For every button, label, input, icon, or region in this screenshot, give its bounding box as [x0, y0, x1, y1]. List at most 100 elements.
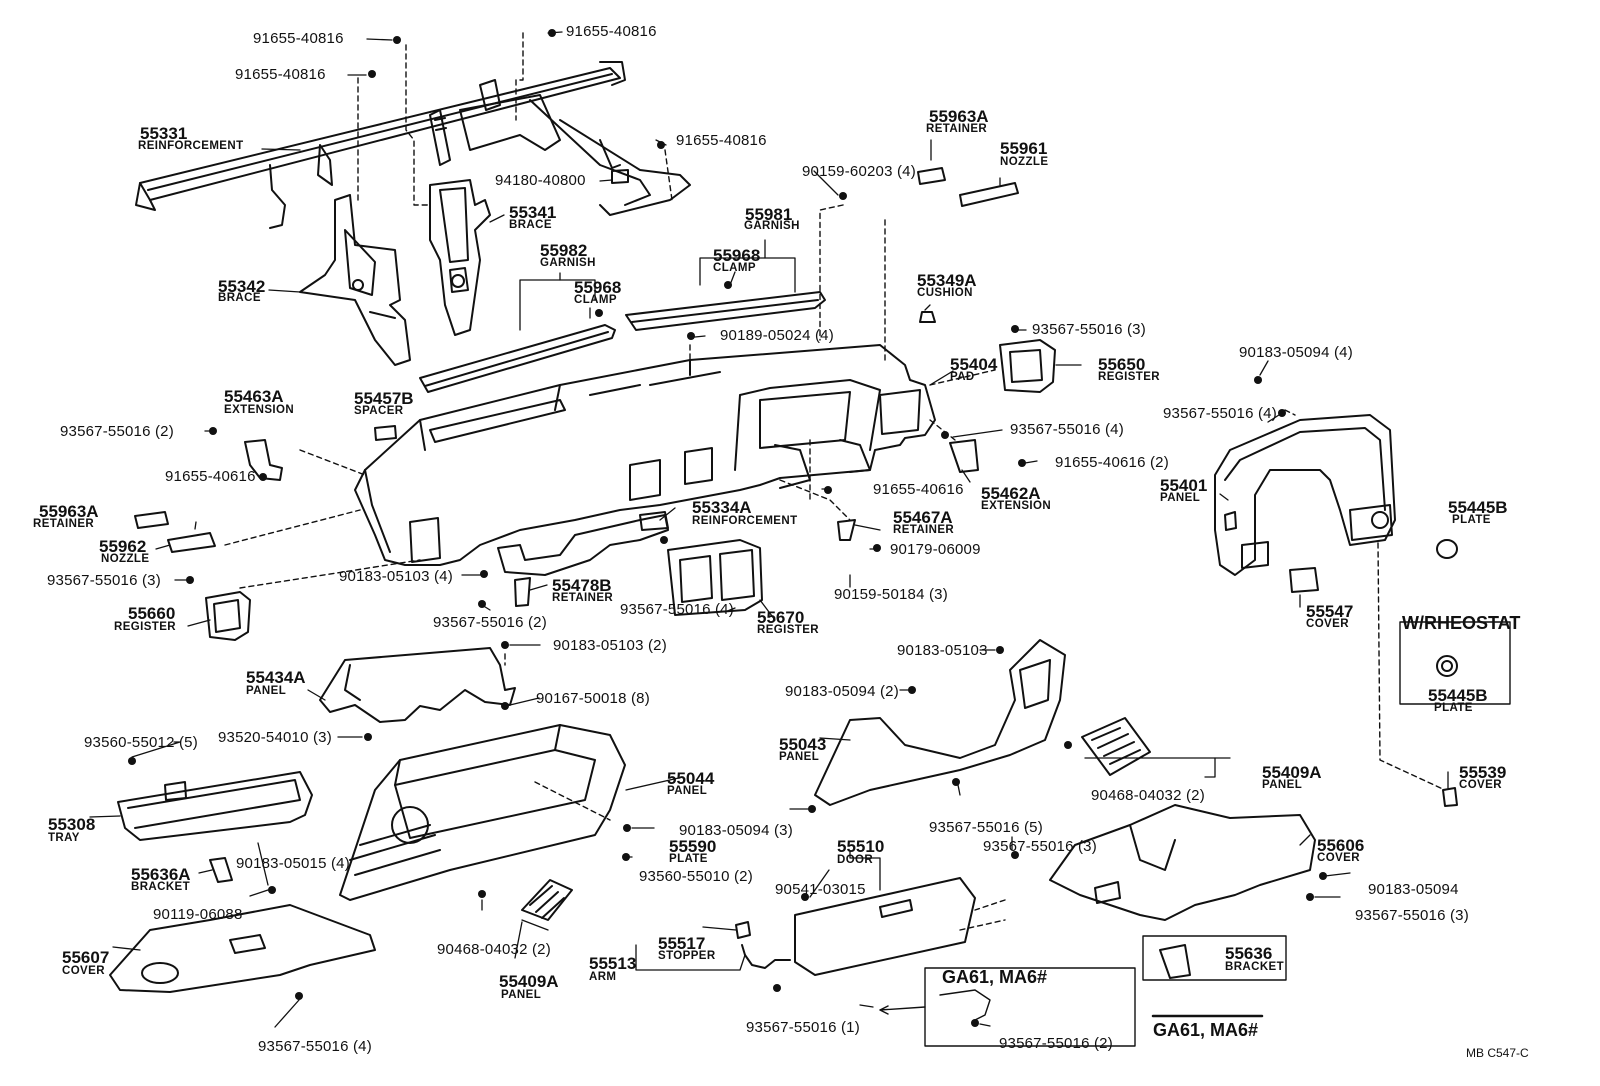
callout-part-name: REINFORCEMENT	[692, 515, 798, 527]
callout-part-name: BRACE	[218, 292, 261, 304]
callout-part-name: PANEL	[1160, 492, 1201, 504]
callout-part-name: REGISTER	[757, 624, 819, 636]
callout-part-number: 93567-55016 (2)	[999, 1035, 1113, 1052]
callout-part-name: ARM	[589, 971, 617, 983]
callout-part-number: 55963A	[929, 107, 989, 126]
callout-part-number: 55334A	[692, 498, 752, 517]
callout-part-number: 91655-40616 (2)	[1055, 454, 1169, 471]
callout-part-number: 55457B	[354, 389, 414, 408]
callout-part-number: 93567-55016 (4)	[258, 1038, 372, 1055]
callout-part-name: BRACKET	[131, 881, 191, 893]
callout-part-number: 55513	[589, 954, 637, 973]
panel-55434a-part	[319, 647, 516, 723]
callout-part-number: 90468-04032 (2)	[437, 941, 551, 958]
rheostat-part-number: 55445B	[1428, 686, 1488, 705]
callout-part-number: 55517	[658, 934, 706, 953]
callout-part-number: 90183-05094 (3)	[679, 822, 793, 839]
callout-part-number: 55467A	[893, 508, 953, 527]
callout-part-name: EXTENSION	[224, 404, 295, 416]
callout-part-number: 93567-55016 (5)	[929, 819, 1043, 836]
callout-part-number: 93567-55016 (2)	[60, 423, 174, 440]
callout-part-number: 55650	[1098, 355, 1146, 374]
callout-part-name: PANEL	[779, 751, 820, 763]
rheostat-variant-title: W/RHEOSTAT	[1402, 613, 1521, 633]
callout-part-number: 91655-40816	[253, 30, 344, 47]
callout-part-number: 91655-40816	[235, 66, 326, 83]
callout-part-number: 90183-05015 (4)	[236, 855, 350, 872]
callout-part-number: 90468-04032 (2)	[1091, 787, 1205, 804]
callout-part-number: 55463A	[224, 387, 284, 406]
dashboard-pad-part	[354, 344, 936, 566]
callout-part-name: TRAY	[48, 832, 80, 844]
garnish-55982-part	[419, 324, 616, 393]
cover-55607-part	[109, 904, 376, 993]
variant-boxes	[879, 621, 1511, 1047]
callout-part-number: 55590	[669, 837, 717, 856]
callout-part-number: 93520-54010 (3)	[218, 729, 332, 746]
reinforcement-lower-part	[497, 511, 669, 576]
callout-part-name: CUSHION	[917, 287, 973, 299]
callout-part-number: 55547	[1306, 602, 1354, 621]
callout-part-name: COVER	[1459, 779, 1502, 791]
panel-55043-part	[814, 639, 1066, 806]
callout-part-name: DOOR	[837, 854, 874, 866]
callout-part-number: 91655-40816	[566, 23, 657, 40]
callout-part-number: 55478B	[552, 576, 612, 595]
arm-stopper-part	[209, 857, 1191, 979]
callout-part-number: 90119-06088	[153, 906, 243, 923]
callout-part-name: REGISTER	[114, 621, 176, 633]
callout-part-number: 55331	[140, 124, 188, 143]
panel-55409a-lower-part	[521, 879, 573, 921]
callout-part-number: 90541-03015	[775, 881, 866, 898]
callout-part-number: 93567-55016 (4)	[1010, 421, 1124, 438]
callout-part-number: 55539	[1459, 763, 1507, 782]
callout-part-name: STOPPER	[658, 950, 716, 962]
callout-part-number: 55636	[1225, 944, 1273, 963]
callout-part-number: 55636A	[131, 865, 191, 884]
callout-part-name: COVER	[1306, 618, 1349, 630]
callout-part-number: 55606	[1317, 836, 1365, 855]
glovebox-door-part	[794, 877, 976, 976]
callout-part-name: PLATE	[1452, 514, 1491, 526]
panel-55044-part	[339, 724, 626, 901]
callout-part-number: 91655-40816	[676, 132, 767, 149]
callout-part-number: 55044	[667, 769, 715, 788]
cover-55606-part	[1049, 804, 1316, 921]
callout-part-name: CLAMP	[713, 262, 756, 274]
callout-part-number: 55404	[950, 355, 998, 374]
callout-part-name: PAD	[950, 371, 975, 383]
callout-part-number: 55962	[99, 537, 147, 556]
callout-part-name: RETAINER	[552, 592, 614, 604]
panel-55409a-right-part	[1081, 717, 1151, 776]
callout-part-name: COVER	[1317, 852, 1360, 864]
callout-part-name: CLAMP	[574, 294, 617, 306]
callout-part-number: 90183-05103 (2)	[553, 637, 667, 654]
callout-part-name: PANEL	[667, 785, 708, 797]
callout-part-number: 90183-05103	[897, 642, 988, 659]
callout-part-name: RETAINER	[893, 524, 955, 536]
callout-part-number: 90183-05094 (2)	[785, 683, 899, 700]
callout-part-number: 55670	[757, 608, 805, 627]
callout-part-number: 91655-40616	[165, 468, 256, 485]
leader-lines	[89, 31, 1449, 1028]
callout-part-name: PANEL	[246, 685, 287, 697]
brace-55341-part	[429, 179, 491, 336]
callout-part-number: 55982	[540, 241, 588, 260]
callout-part-name: BRACE	[509, 219, 552, 231]
callout-part-name: REGISTER	[1098, 371, 1160, 383]
registers-part	[205, 339, 1056, 641]
callout-part-number: 90183-05094	[1368, 881, 1459, 898]
fasteners-part	[128, 29, 1327, 1027]
callout-part-number: 55434A	[246, 668, 306, 687]
diagram-code: MB C547-C	[1466, 1046, 1529, 1060]
callout-part-number: 93567-55016 (3)	[983, 838, 1097, 855]
callout-part-number: 90189-05024 (4)	[720, 327, 834, 344]
callout-part-number: 55963A	[39, 502, 99, 521]
callout-part-name: GARNISH	[540, 257, 596, 269]
garnish-55981-part	[625, 291, 826, 331]
cluster-panel-part	[1214, 414, 1396, 576]
callout-part-number: 93567-55016 (4)	[1163, 405, 1277, 422]
callout-part-number: 94180-40800	[495, 172, 586, 189]
callout-part-name: EXTENSION	[981, 500, 1052, 512]
